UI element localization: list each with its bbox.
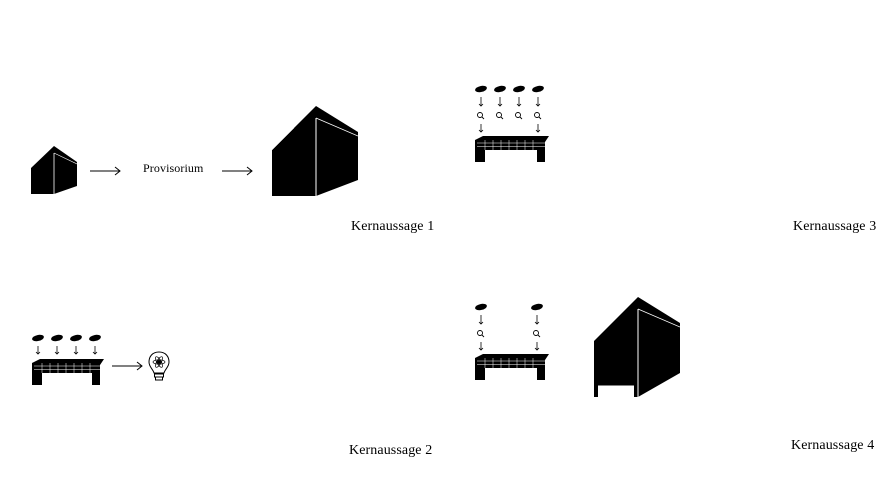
down-arrow-icon bbox=[478, 315, 540, 325]
bench-icon bbox=[475, 136, 549, 162]
caption-kernaussage-2: Kernaussage 2 bbox=[349, 443, 433, 458]
down-arrow-icon bbox=[35, 346, 98, 355]
caption-kernaussage-3: Kernaussage 3 bbox=[793, 219, 877, 234]
stones-bench-diagram bbox=[32, 334, 104, 385]
stones-icon bbox=[32, 334, 101, 342]
down-arrow-icon bbox=[478, 342, 540, 351]
arrow-right-icon bbox=[90, 166, 121, 176]
stones-icon bbox=[475, 85, 544, 93]
lightbulb-icon bbox=[148, 351, 170, 381]
house-shelter-icon bbox=[594, 297, 680, 397]
stones-icon bbox=[475, 303, 543, 311]
magnifier-icon bbox=[477, 112, 542, 120]
caption-kernaussage-1: Kernaussage 1 bbox=[351, 219, 435, 234]
down-arrow-icon bbox=[478, 124, 541, 133]
bench-icon bbox=[32, 359, 104, 385]
large-house-icon bbox=[272, 106, 358, 196]
stones-search-bench-diagram bbox=[475, 85, 549, 162]
provisorium-label: Provisorium bbox=[143, 161, 204, 175]
stones-search-bench-diagram-2 bbox=[475, 303, 549, 380]
arrow-right-icon bbox=[112, 361, 143, 371]
arrow-right-icon bbox=[222, 166, 253, 176]
small-house-icon bbox=[31, 146, 77, 194]
magnifier-icon bbox=[477, 330, 541, 338]
caption-kernaussage-4: Kernaussage 4 bbox=[791, 438, 875, 453]
bench-icon bbox=[475, 354, 549, 380]
down-arrow-icon bbox=[478, 97, 541, 107]
